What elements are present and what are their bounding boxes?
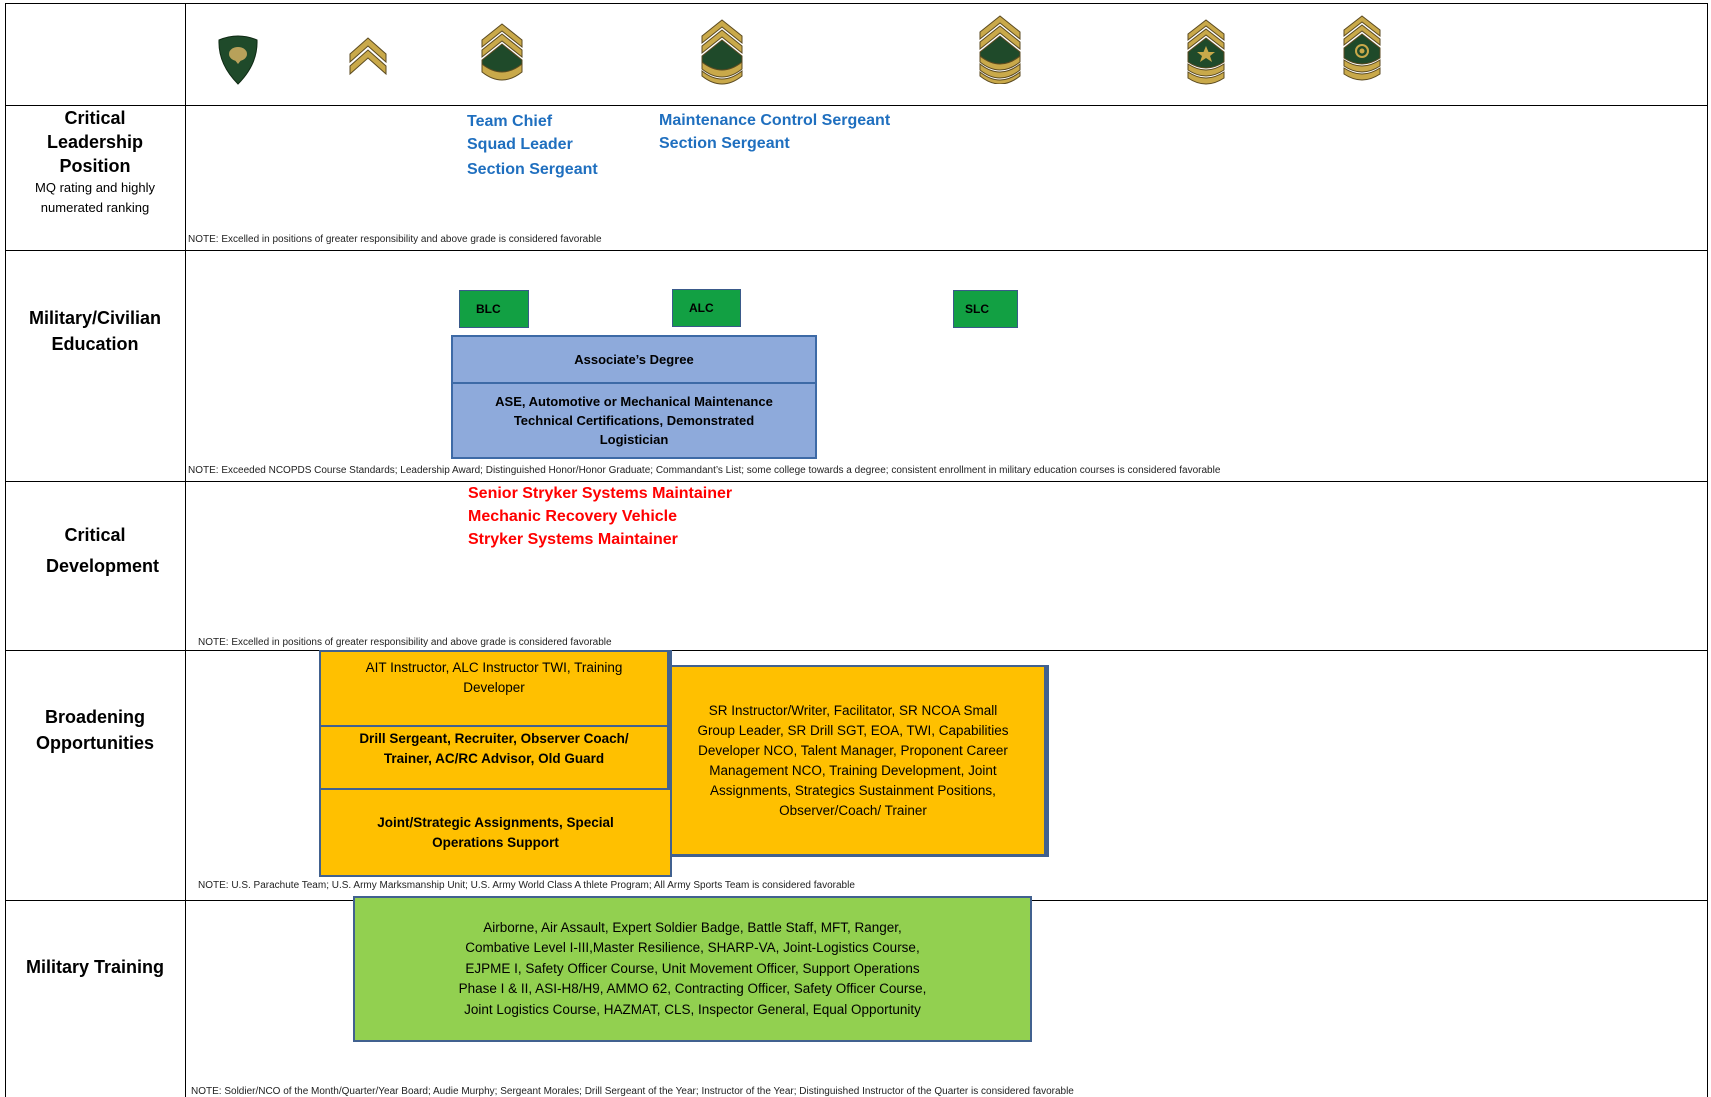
label-column-divider [185,3,186,1097]
leadership-position: Section Sergeant [467,161,598,178]
alc-course: ALC [672,289,741,327]
row-subtitle: MQ rating and highly numerated ranking [35,180,155,215]
development-positions: Senior Stryker Systems Maintainer Mechan… [468,482,732,551]
row-label-education: Military/Civilian Education [28,308,162,354]
specialist-rank-icon [218,35,258,85]
leadership-position: Team Chief [467,113,553,130]
master-sergeant-rank-icon [979,15,1021,84]
development-position: Senior Stryker Systems Maintainer [468,485,733,502]
row-divider [5,481,1708,482]
staff-sergeant-rank-icon [481,23,523,81]
slc-course: SLC [953,290,1018,328]
blc-course: BLC [459,290,529,328]
development-position: Stryker Systems Maintainer [468,531,678,548]
certifications-box: ASE, Automotive or Mechanical Maintenanc… [451,382,817,459]
row-divider [5,105,1708,106]
sergeant-major-rank-icon [1187,19,1225,85]
senior-broadening-box: SR Instructor/Writer, Facilitator, SR NC… [660,665,1049,857]
leadership-position: Squad Leader [467,136,573,153]
leadership-note: NOTE: Excelled in positions of greater r… [188,234,602,245]
leadership-position: Maintenance Control Sergeant [659,112,891,129]
training-note: NOTE: Soldier/NCO of the Month/Quarter/Y… [191,1086,1074,1097]
sergeant-rank-icon [349,37,387,76]
broadening-note: NOTE: U.S. Parachute Team; U.S. Army Mar… [198,880,855,891]
row-label-development: Critical Development [46,525,160,576]
development-note: NOTE: Excelled in positions of greater r… [198,637,612,648]
career-map-frame [5,3,1708,1097]
associates-degree-box: Associate’s Degree [451,335,817,384]
joint-strategic-broadening-box: Joint/Strategic Assignments, Special Ope… [319,788,672,877]
row-title: Critical Leadership Position [46,108,144,176]
row-label-broadening: Broadening Opportunities [36,707,154,753]
row-label-training: Military Training [25,957,165,977]
sergeant-first-class-rank-icon [701,19,743,85]
row-label-leadership: Critical Leadership Position MQ rating a… [6,106,184,218]
instructor-broadening-box: AIT Instructor, ALC Instructor TWI, Trai… [319,650,672,728]
leadership-positions-ssg: Team Chief Squad Leader Section Sergeant [467,110,598,181]
drill-sergeant-broadening-box: Drill Sergeant, Recruiter, Observer Coac… [319,725,672,790]
row-divider [5,650,1708,651]
education-note: NOTE: Exceeded NCOPDS Course Standards; … [188,465,1221,476]
military-training-box: Airborne, Air Assault, Expert Soldier Ba… [353,896,1032,1042]
row-divider [5,250,1708,251]
leadership-position: Section Sergeant [659,135,790,152]
leadership-positions-sfc: Maintenance Control Sergeant Section Ser… [659,109,890,155]
development-position: Mechanic Recovery Vehicle [468,508,677,525]
command-sergeant-major-rank-icon [1343,15,1381,81]
